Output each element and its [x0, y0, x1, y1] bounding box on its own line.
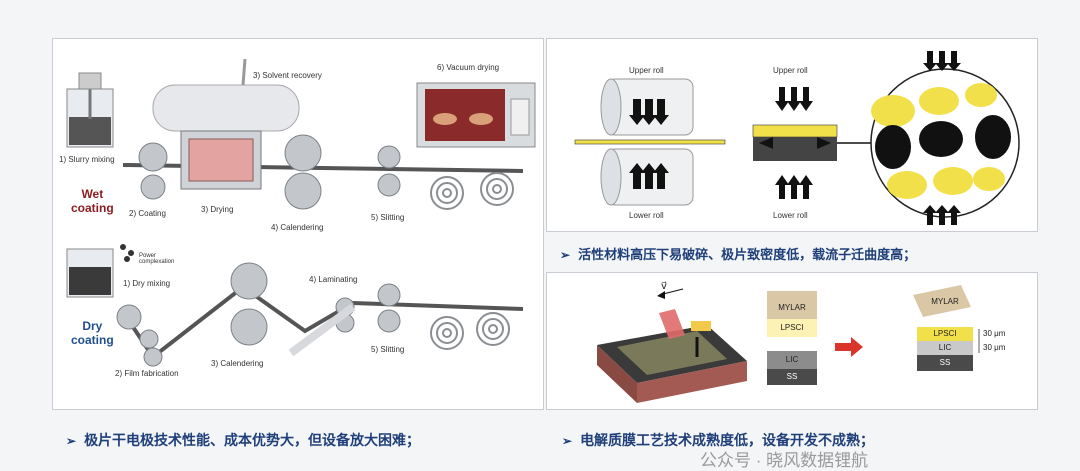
upper-roll-label-mid: Upper roll [773, 66, 808, 75]
layer-right-mylar: MYLAR [931, 297, 959, 306]
caption-dry-electrode: ➢极片干电极技术性能、成本优势大，但设备放大困难； [66, 432, 421, 448]
layer-right-lpsci: LPSCI [933, 329, 957, 338]
layer-left-mylar: MYLAR [778, 303, 806, 312]
slurry-mixer-icon [66, 72, 114, 148]
step-power-complexation: Power complexation [139, 253, 175, 265]
step-dry-slitting: 5) Slitting [371, 345, 405, 354]
step-laminating: 4) Laminating [309, 275, 358, 284]
step-coating: 2) Coating [129, 209, 166, 218]
step-solvent-recovery: 3) Solvent recovery [253, 71, 322, 80]
caption-electrolyte-film: ➢电解质膜工艺技术成熟度低，设备开发不成熟； [562, 432, 875, 448]
velocity-label: v⃗ [661, 281, 667, 292]
dry-coating-label: Dry coating [71, 319, 114, 347]
layer-left-ss: SS [786, 372, 798, 381]
caption-arrow-icon: ➢ [562, 434, 573, 448]
solvent-recovery-tank-icon [152, 58, 300, 132]
step-slurry-mixing: 1) Slurry mixing [59, 155, 115, 164]
process-comparison-panel: 1) Slurry mixing 2) Coating 3) Drying 3)… [52, 38, 544, 410]
upper-roll-label-left: Upper roll [629, 66, 664, 75]
lower-roll-label-mid: Lower roll [773, 211, 808, 220]
watermark: 公众号 · 晓风数据锂航 [700, 451, 869, 470]
layer-left-lpsci: LPSCI [780, 323, 804, 332]
layer-right-ss: SS [939, 358, 951, 367]
transfer-arrow-icon [835, 337, 863, 357]
caption-roll-pressing: ➢活性材料高压下易破碎、极片致密度低，载流子迁曲度高； [560, 247, 917, 262]
process-diagram [66, 58, 536, 367]
step-slitting: 5) Slitting [371, 213, 405, 222]
step-vacuum-drying: 6) Vacuum drying [437, 63, 500, 72]
step-dry-calendering: 3) Calendering [211, 359, 264, 368]
wet-coating-label: Wet coating [71, 187, 114, 215]
dry-mixer-icon [66, 244, 134, 298]
thickness-label-2: 30 μm [983, 343, 1006, 352]
step-calendering: 4) Calendering [271, 223, 324, 232]
thickness-label-1: 30 μm [983, 329, 1006, 338]
vacuum-oven-icon [416, 82, 536, 148]
particle-zoom-icon [870, 51, 1020, 225]
caption-arrow-icon: ➢ [66, 434, 77, 448]
drying-chamber-icon [180, 130, 262, 190]
step-drying: 3) Drying [201, 205, 234, 214]
roll-pressing-panel: Upper roll Lower roll Upper roll Lower r… [546, 38, 1038, 232]
layer-left-lic: LIC [785, 355, 799, 364]
layer-right-lic: LIC [938, 343, 952, 352]
roll-pressing-diagram [574, 51, 1020, 225]
step-film-fabrication: 2) Film fabrication [115, 369, 179, 378]
electrolyte-film-diagram [597, 285, 980, 403]
layer-stack-left [767, 291, 817, 385]
step-dry-mixing: 1) Dry mixing [123, 279, 171, 288]
layer-stack-right [913, 285, 973, 371]
caption-arrow-icon: ➢ [560, 248, 571, 262]
lower-roll-label-left: Lower roll [629, 211, 664, 220]
electrolyte-film-panel: v⃗ MYLAR LPSCI LIC SS MYLAR LPSCI LIC SS… [546, 272, 1038, 410]
